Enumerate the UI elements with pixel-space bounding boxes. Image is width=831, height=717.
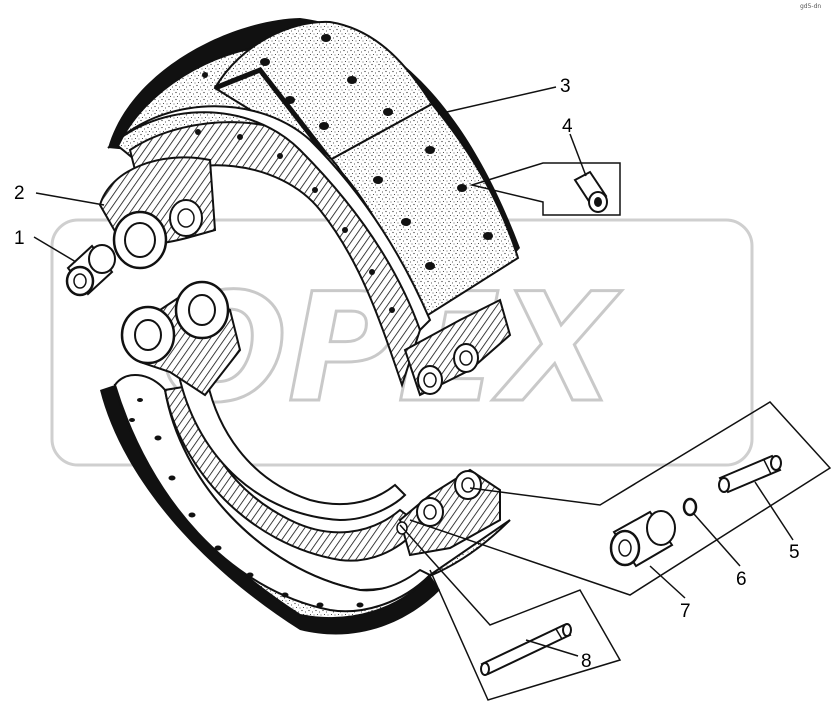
callout-1: 1 [14, 228, 25, 249]
lower-brake-shoe [100, 280, 511, 635]
callout-8: 8 [581, 651, 592, 672]
part-shoe-pin-8 [480, 623, 572, 676]
upper-brake-shoe [98, 18, 520, 397]
exploded-frame-upper [409, 401, 831, 596]
exploded-frame-lower [399, 524, 622, 701]
upper-shoe-boss [98, 156, 217, 270]
corner-mark: gd5-dn [800, 3, 821, 10]
callout-2: 2 [14, 183, 25, 204]
part-lock-ring-6 [682, 497, 698, 517]
lower-rim-holes [129, 398, 364, 608]
callout-6: 6 [736, 569, 747, 590]
callout-4: 4 [562, 116, 573, 137]
callout-labels: 1 2 3 4 5 6 7 8 [14, 76, 800, 672]
part-axle-pin-5 [718, 454, 782, 494]
upper-rim-holes [195, 129, 395, 313]
upper-rivet-holes [189, 34, 493, 270]
lower-shoe-bosses [120, 280, 242, 397]
upper-shoe-lugs [403, 298, 512, 397]
callout-5: 5 [789, 542, 800, 563]
callout-3: 3 [560, 76, 571, 97]
leader-lines [33, 86, 794, 657]
upper-shoe-rim [107, 105, 432, 332]
part-bushing-1 [65, 244, 116, 297]
part-bushing-7 [609, 510, 676, 568]
lower-lining-edge [100, 385, 440, 635]
callout-7: 7 [680, 601, 691, 622]
